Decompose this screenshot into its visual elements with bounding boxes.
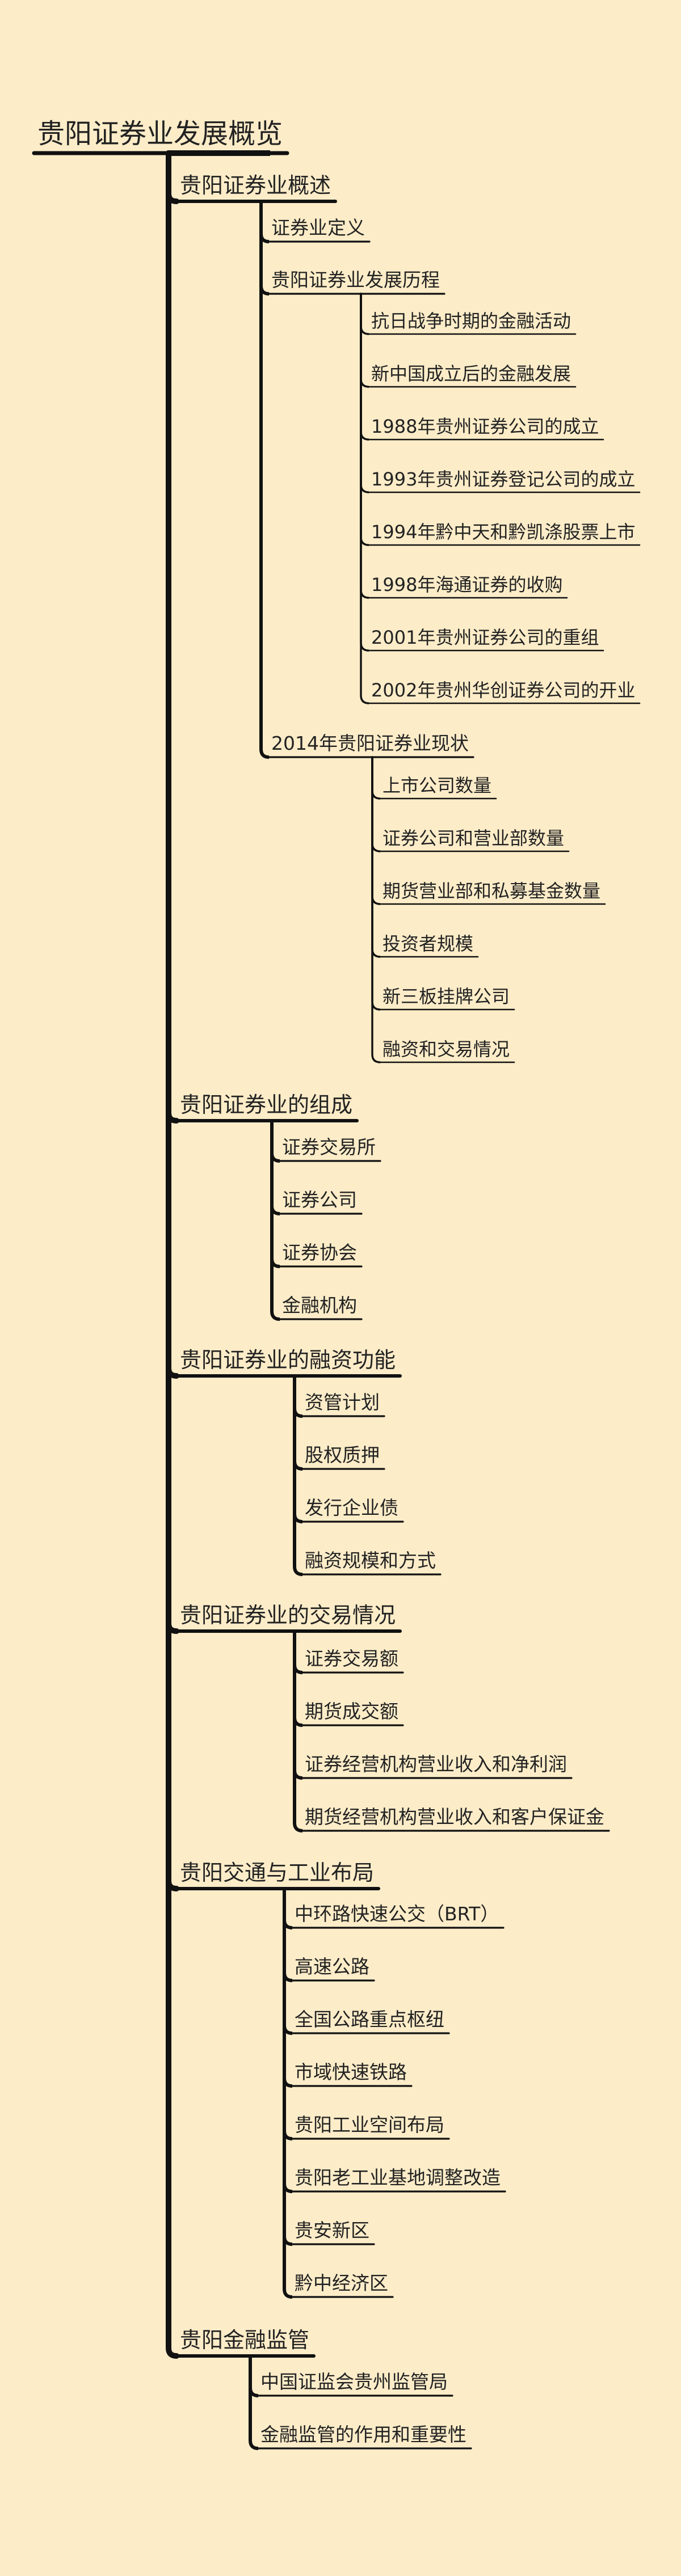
- transport-item[interactable]: 市域快速铁路: [295, 2061, 407, 2083]
- connector: [371, 756, 381, 905]
- connector: [293, 1629, 303, 1832]
- connector: [360, 293, 369, 388]
- composition-item[interactable]: 证券协会: [282, 1241, 357, 1264]
- history-item[interactable]: 2002年贵州华创证券公司的开业: [371, 679, 636, 701]
- connector: [360, 293, 369, 441]
- connector: [283, 1887, 293, 2299]
- connector: [360, 293, 369, 704]
- transport-item[interactable]: 贵安新区: [295, 2219, 369, 2241]
- connector: [360, 293, 369, 493]
- transport-item[interactable]: 高速公路: [295, 1956, 369, 1978]
- trading-item[interactable]: 期货成交额: [305, 1700, 398, 1722]
- history-item[interactable]: 1994年黔中天和黔凯涤股票上市: [371, 521, 636, 543]
- composition-item[interactable]: 证券公司: [282, 1189, 357, 1211]
- connector: [249, 2354, 259, 2450]
- history-item[interactable]: 新中国成立后的金融发展: [371, 363, 571, 385]
- trading-item[interactable]: 证券经营机构营业收入和净利润: [305, 1753, 567, 1775]
- status-item[interactable]: 投资者规模: [382, 933, 474, 955]
- status-item[interactable]: 新三板挂牌公司: [382, 986, 510, 1007]
- root-topic[interactable]: 贵阳证券业发展概览: [37, 118, 283, 150]
- connector: [371, 756, 381, 800]
- connector: [371, 756, 381, 1063]
- transport-item[interactable]: 贵阳工业空间布局: [295, 2114, 444, 2136]
- history-item[interactable]: 1998年海通证券的收购: [371, 574, 563, 596]
- composition-item[interactable]: 金融机构: [282, 1294, 357, 1316]
- connector: [360, 293, 369, 335]
- branch-trading[interactable]: 贵阳证券业的交易情况: [180, 1603, 396, 1628]
- connector: [259, 200, 270, 759]
- supervision-item[interactable]: 金融监管的作用和重要性: [260, 2423, 466, 2446]
- supervision-item[interactable]: 中国证监会贵州监管局: [260, 2371, 448, 2393]
- history-item[interactable]: 1988年贵州证券公司的成立: [371, 416, 599, 437]
- connector: [270, 1119, 280, 1321]
- status-item[interactable]: 上市公司数量: [382, 775, 492, 796]
- status-item[interactable]: 融资和交易情况: [382, 1038, 510, 1060]
- status-item[interactable]: 期货营业部和私募基金数量: [382, 880, 601, 902]
- transport-item[interactable]: 黔中经济区: [295, 2272, 388, 2294]
- connector: [293, 1374, 303, 1576]
- connector: [371, 756, 381, 958]
- topic-history[interactable]: 贵阳证券业发展历程: [271, 269, 440, 291]
- branch-transport-industry[interactable]: 贵阳交通与工业布局: [180, 1860, 375, 1885]
- history-item[interactable]: 1993年贵州证券登记公司的成立: [371, 468, 636, 490]
- financing-item[interactable]: 融资规模和方式: [305, 1549, 436, 1572]
- history-item[interactable]: 抗日战争时期的金融活动: [371, 310, 571, 332]
- financing-item[interactable]: 发行企业债: [305, 1497, 398, 1519]
- financing-item[interactable]: 资管计划: [305, 1391, 380, 1413]
- connector: [360, 293, 369, 599]
- transport-item[interactable]: 全国公路重点枢纽: [295, 2008, 444, 2030]
- trading-item[interactable]: 期货经营机构营业收入和客户保证金: [305, 1806, 604, 1828]
- connector: [166, 150, 179, 2359]
- composition-item[interactable]: 证券交易所: [282, 1136, 376, 1158]
- transport-item[interactable]: 中环路快速公交（BRT）: [295, 1903, 499, 1925]
- financing-item[interactable]: 股权质押: [305, 1444, 380, 1466]
- branch-overview[interactable]: 贵阳证券业概述: [180, 173, 331, 198]
- topic-definition[interactable]: 证券业定义: [271, 217, 365, 239]
- branch-supervision[interactable]: 贵阳金融监管: [180, 2328, 310, 2353]
- trading-item[interactable]: 证券交易额: [305, 1648, 398, 1670]
- transport-item[interactable]: 贵阳老工业基地调整改造: [295, 2167, 501, 2189]
- connector: [371, 756, 381, 852]
- status-item[interactable]: 证券公司和营业部数量: [382, 827, 565, 849]
- history-item[interactable]: 2001年贵州证券公司的重组: [371, 627, 599, 648]
- topic-status-2014[interactable]: 2014年贵阳证券业现状: [271, 732, 469, 754]
- branch-financing[interactable]: 贵阳证券业的融资功能: [180, 1348, 396, 1373]
- branch-composition[interactable]: 贵阳证券业的组成: [180, 1092, 353, 1117]
